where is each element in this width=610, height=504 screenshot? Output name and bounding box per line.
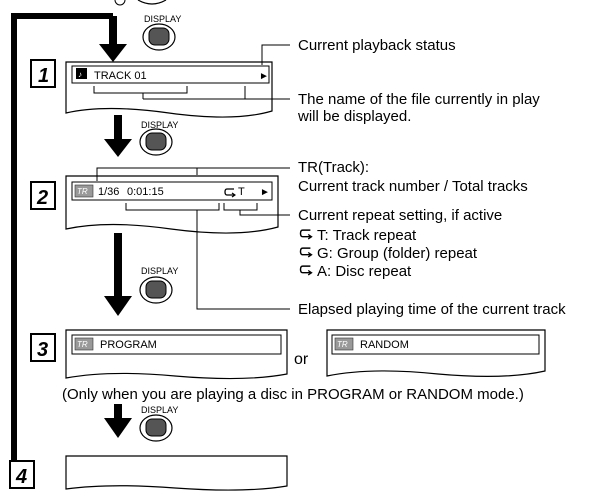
file-name-annotation-line2: will be displayed. [297,108,411,125]
flow-arrow-to-step-3 [104,233,132,316]
tv-screen-step-3-random: TR RANDOM [326,329,546,377]
svg-text:1: 1 [38,65,49,87]
step-2-number: 2 [30,181,56,210]
svg-text:TR: TR [77,187,88,196]
step-4-number: 4 [9,460,35,489]
flow-arrow-to-step-1 [99,16,127,62]
svg-text:3: 3 [37,339,48,361]
random-mode-text: RANDOM [360,339,409,351]
repeat-group-icon [299,247,313,258]
svg-text:♪: ♪ [78,70,82,79]
tv-screen-step-1: ♪ TRACK 01 ► [65,61,273,118]
elapsed-time: 0:01:15 [127,186,164,198]
top-button-partial [114,0,167,6]
program-mode-text: PROGRAM [100,339,157,351]
display-button-4[interactable]: DISPLAY [139,405,178,442]
svg-text:TR: TR [337,340,348,349]
tv-screen-step-3-program: TR PROGRAM [65,329,288,380]
flow-arrow-to-step-4 [104,404,132,438]
elapsed-annotation: Elapsed playing time of the current trac… [298,301,566,318]
track-counter: 1/36 [98,186,119,198]
flow-arrow-to-step-2 [104,115,132,157]
or-separator: or [294,351,309,368]
tv-screen-step-2: TR 1/36 0:01:15 T ► [65,175,279,234]
repeat-disc-icon [299,265,313,276]
tv-screen-step-4 [65,455,288,491]
step-1-number: 1 [30,59,56,88]
repeat-group-annotation: G: Group (folder) repeat [317,245,478,262]
track-badge [74,184,94,198]
play-status-icon-2: ► [260,187,270,198]
repeat-annotation-heading: Current repeat setting, if active [298,207,502,224]
display-button-1[interactable]: DISPLAY [142,14,181,51]
display-button-3[interactable]: DISPLAY [139,266,178,304]
svg-text:DISPLAY: DISPLAY [141,266,178,276]
svg-text:DISPLAY: DISPLAY [141,120,178,130]
svg-text:TR: TR [77,340,88,349]
loop-back-connector [11,13,113,478]
mode-note: (Only when you are playing a disc in PRO… [62,386,524,403]
step-2-callouts [96,167,290,310]
play-status-icon: ► [259,71,269,82]
file-icon [76,68,87,79]
playback-status-annotation: Current playback status [298,37,456,54]
repeat-disc-annotation: A: Disc repeat [317,263,412,280]
repeat-track-icon [299,229,313,240]
svg-text:2: 2 [36,187,48,209]
repeat-track-annotation: T: Track repeat [317,227,417,244]
display-button-2[interactable]: DISPLAY [139,120,178,156]
track-name-text: TRACK 01 [94,70,147,82]
display-button-label: DISPLAY [144,14,181,24]
svg-text:4: 4 [15,466,27,488]
svg-text:DISPLAY: DISPLAY [141,405,178,415]
step-3-number: 3 [30,333,56,362]
step-1-callouts [93,44,290,100]
repeat-letter: T [238,186,245,198]
file-name-annotation-line1: The name of the file currently in play [298,91,540,108]
track-annotation-line1: TR(Track): [298,159,369,176]
track-annotation-line2: Current track number / Total tracks [298,178,528,195]
